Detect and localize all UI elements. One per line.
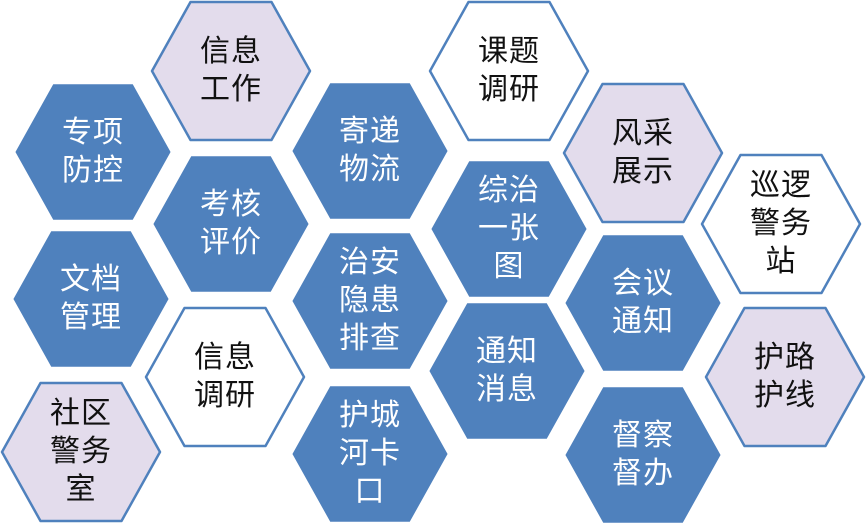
hexagon-shape xyxy=(289,80,451,222)
hexagon-outline xyxy=(144,306,306,448)
hexagon-shape xyxy=(150,153,312,295)
hexagon-outline xyxy=(428,0,590,142)
hexagon-outline xyxy=(150,0,312,142)
hexagon-outline xyxy=(0,381,162,523)
tile-delivery-logistics[interactable]: 寄递 物流 xyxy=(289,80,451,222)
hexagon-shape xyxy=(150,0,312,142)
hexagon-outline xyxy=(562,232,724,374)
hexagon-shape xyxy=(144,306,306,448)
tile-supervision[interactable]: 督察 督办 xyxy=(562,384,724,526)
tile-road-line-protection[interactable]: 护路 护线 xyxy=(704,306,866,448)
hexagon-shape xyxy=(12,81,174,223)
tile-patrol-station[interactable]: 巡逻 警务 站 xyxy=(700,153,862,295)
hexagon-outline xyxy=(150,153,312,295)
tile-community-police-office[interactable]: 社区 警务 室 xyxy=(0,381,162,523)
hexagon-outline xyxy=(289,80,451,222)
hexagon-shape xyxy=(289,383,451,525)
hexagon-shape xyxy=(562,232,724,374)
hexagon-shape xyxy=(428,0,590,142)
hexagon-shape xyxy=(426,300,588,442)
hexagon-outline xyxy=(426,300,588,442)
hexagon-outline xyxy=(700,153,862,295)
hexagon-outline xyxy=(289,230,451,372)
hexagon-outline xyxy=(562,384,724,526)
hexagon-shape xyxy=(562,82,724,224)
tile-moat-checkpoint[interactable]: 护城 河卡 口 xyxy=(289,383,451,525)
tile-info-research[interactable]: 信息 调研 xyxy=(144,306,306,448)
hexagon-shape xyxy=(10,228,172,370)
hexagon-outline xyxy=(12,81,174,223)
hexagon-shape xyxy=(700,153,862,295)
hexagon-outline xyxy=(289,383,451,525)
hexagon-outline xyxy=(562,82,724,224)
hexagon-shape xyxy=(704,306,866,448)
hexagon-outline xyxy=(428,158,590,300)
hexagon-outline xyxy=(10,228,172,370)
tile-assessment[interactable]: 考核 评价 xyxy=(150,153,312,295)
tile-info-work[interactable]: 信息 工作 xyxy=(150,0,312,142)
hexagon-shape xyxy=(0,381,162,523)
hexagon-outline xyxy=(704,306,866,448)
hexagon-shape xyxy=(289,230,451,372)
hexagon-shape xyxy=(428,158,590,300)
hexagon-shape xyxy=(562,384,724,526)
